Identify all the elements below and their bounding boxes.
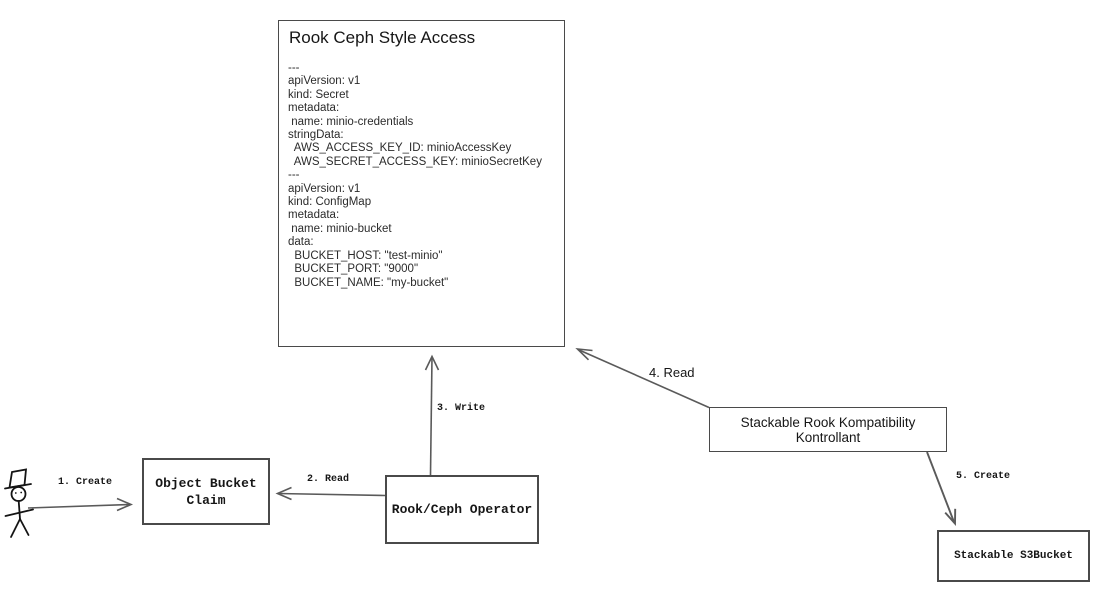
node-label: Stackable Rook Kompatibility Kontrollant bbox=[740, 414, 916, 445]
node-label: Object Bucket Claim bbox=[155, 475, 257, 508]
node-stackable-s3bucket: Stackable S3Bucket bbox=[937, 530, 1090, 582]
head bbox=[10, 486, 27, 502]
arrow-2-read bbox=[275, 486, 386, 501]
edge-label-3-write: 3. Write bbox=[437, 403, 486, 414]
node-rook-ceph-operator: Rook/Ceph Operator bbox=[385, 475, 539, 544]
yaml-manifest-text: --- apiVersion: v1 kind: Secret metadata… bbox=[288, 62, 542, 289]
edge-label-2-read: 2. Read bbox=[307, 474, 350, 485]
body bbox=[17, 500, 21, 520]
stick-figure-icon bbox=[4, 468, 34, 538]
main-box-title: Rook Ceph Style Access bbox=[289, 28, 476, 47]
eye-right bbox=[20, 491, 23, 494]
leg-left bbox=[10, 518, 21, 538]
eye-left bbox=[14, 492, 17, 494]
edge-label-1-create: 1. Create bbox=[58, 477, 113, 488]
node-object-bucket-claim: Object Bucket Claim bbox=[142, 458, 270, 525]
arrow-4-read bbox=[575, 347, 710, 409]
node-stackable-rook-kompatibility-kontrollant: Stackable Rook Kompatibility Kontrollant bbox=[709, 407, 947, 452]
edge-label-5-create: 5. Create bbox=[956, 471, 1011, 482]
node-label: Rook/Ceph Operator bbox=[391, 502, 533, 517]
arrow-3-write bbox=[424, 354, 440, 476]
arms bbox=[4, 508, 34, 517]
arrow-5-create bbox=[926, 451, 957, 526]
leg-right bbox=[19, 518, 30, 536]
edge-label-4-read: 4. Read bbox=[649, 365, 695, 380]
node-rook-ceph-style-access: Rook Ceph Style Access --- apiVersion: v… bbox=[278, 20, 565, 347]
node-label: Stackable S3Bucket bbox=[954, 550, 1073, 562]
arrow-1-create bbox=[27, 497, 134, 512]
